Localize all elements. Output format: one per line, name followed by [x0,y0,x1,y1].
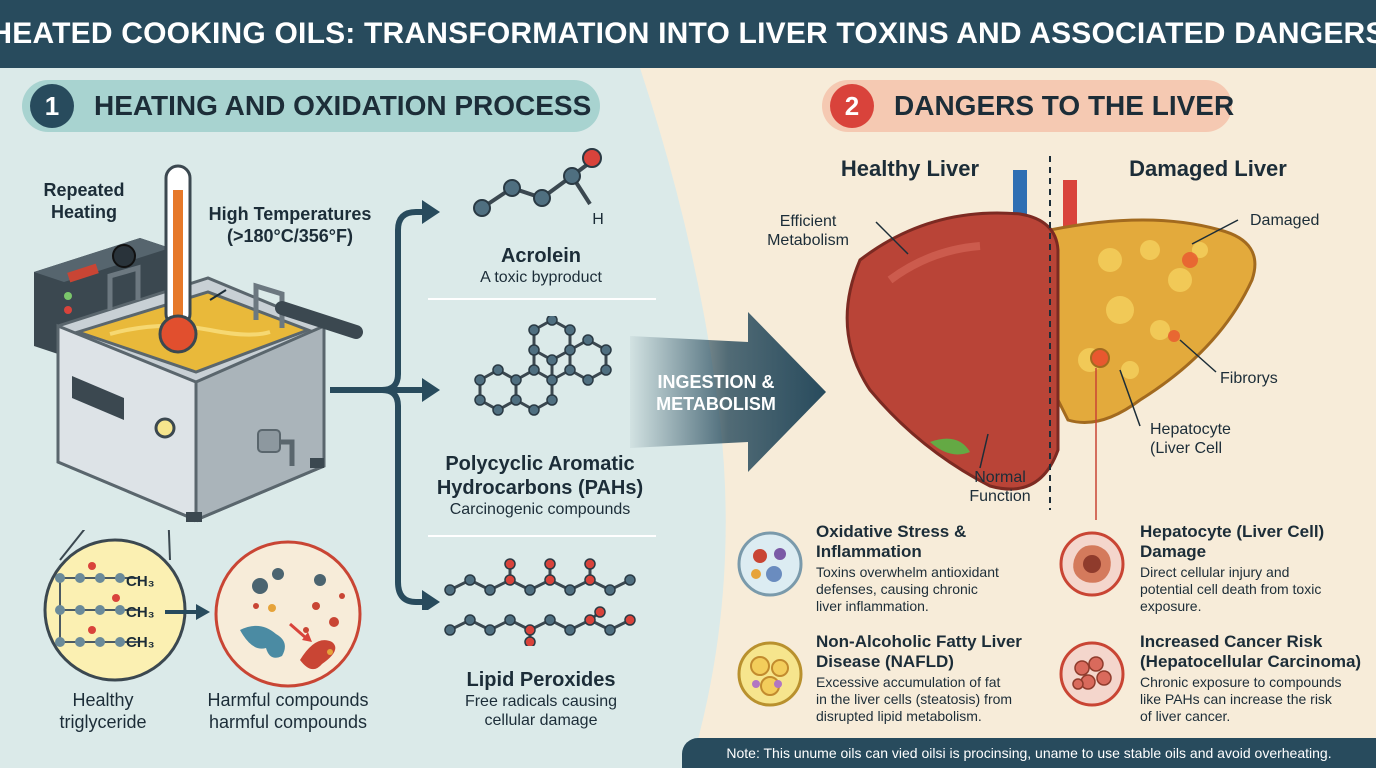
high-temperatures-label: High Temperatures (>180°C/356°F) [202,204,378,247]
triglyceride-label-line-2: triglyceride [59,711,147,732]
hepatocyte-damage-icon [1059,531,1125,597]
effect-3-text-line-3: disrupted lipid metabolism. [816,707,982,724]
repeated-heating-line-2: Heating [50,201,117,222]
ingestion-label-line-2: METABOLISM [656,393,776,414]
pah-name-line-1: Polycyclic Aromatic [445,453,635,475]
cancer-risk-icon [1059,641,1125,707]
efficient-line-2: Metabolism [767,232,849,250]
effect-4-title-line-1: Increased Cancer Risk [1140,632,1323,651]
ingestion-label-line-1: INGESTION & [657,372,775,392]
section-2-header: 2 DANGERS TO THE LIVER [822,80,1235,132]
zoom-detail-graphics [43,530,362,688]
pah-description: Carcinogenic compounds [449,501,631,518]
section-1-title: HEATING AND OXIDATION PROCESS [94,90,592,121]
normal-line-1: Normal [974,469,1026,486]
lipid-peroxides-description: Free radicals causing cellular damage [436,692,646,730]
harmful-label-line-2: harmful compounds [208,711,368,732]
normal-function-callout: Normal Function [960,468,1040,506]
triglyceride-label-line-1: Healthy [72,690,134,710]
footer-note: Note: This unume oils can vied oilsi is … [682,738,1376,768]
damaged-callout: Damaged [1250,212,1320,229]
effect-2-text-line-1: Direct cellular injury and [1140,564,1290,580]
fatty-liver-icon [737,641,803,707]
acrolein-atom-label: H [592,211,604,228]
high-temp-line-1: High Temperatures [208,204,372,224]
healthy-triglyceride-label: Healthy triglyceride [40,690,166,733]
effect-4-text: Chronic exposure to compounds like PAHs … [1140,674,1342,724]
effect-4-text-line-1: Chronic exposure to compounds [1140,674,1342,690]
effect-2-title: Hepatocyte (Liver Cell) Damage [1140,522,1324,561]
harmful-compounds-label: Harmful compounds harmful compounds [196,690,380,733]
normal-line-2: Function [969,488,1031,506]
lipid-peroxides-name: Lipid Peroxides [466,669,616,691]
effect-3-title-line-2: Disease (NAFLD) [816,651,954,671]
repeated-heating-line-1: Repeated [43,180,125,200]
page-title: HEATED COOKING OILS: TRANSFORMATION INTO… [0,17,1376,50]
effect-2-title-line-2: Damage [1140,541,1207,561]
ingestion-arrow-icon [630,312,826,472]
high-temp-line-2: (>180°C/356°F) [227,225,353,246]
effect-2-text-line-2: potential cell death from toxic [1140,580,1322,597]
section-1-number: 1 [30,84,74,128]
liver-illustration [845,156,1257,520]
efficient-metabolism-callout: Efficient Metabolism [756,212,860,250]
acrolein-molecule-icon [473,148,602,217]
effect-3-text-line-2: in the liver cells (steatosis) from [816,690,1013,707]
effect-1-text-line-1: Toxins overwhelm antioxidant [816,564,999,580]
effect-4-title-line-2: (Hepatocellular Carcinoma) [1140,651,1362,671]
oxidative-stress-icon [737,531,803,597]
pah-name-line-2: Hydrocarbons (PAHs) [436,477,644,499]
fibrorys-callout: Fibrorys [1220,370,1278,387]
compound-divider-2 [428,535,656,537]
healthy-liver-title: Healthy Liver [840,156,980,181]
pah-molecule-icon [474,316,612,416]
effect-4-title: Increased Cancer Risk (Hepatocellular Ca… [1140,632,1361,671]
title-bar: HEATED COOKING OILS: TRANSFORMATION INTO… [0,0,1376,68]
knob-icon [112,244,136,268]
effect-1-title: Oxidative Stress & Inflammation [816,522,966,561]
repeated-heating-label: Repeated Heating [36,180,132,223]
ch3-label-2: CH₃ [126,604,155,621]
effect-1-text: Toxins overwhelm antioxidant defenses, c… [816,564,999,614]
ch3-label-1: CH₃ [126,573,155,590]
hepatocyte-line-1: Hepatocyte [1150,421,1231,438]
effect-3-title: Non-Alcoholic Fatty Liver Disease (NAFLD… [816,632,1022,671]
compound-divider-1 [428,298,656,300]
ch3-label-3: CH₃ [126,634,155,651]
effect-2-text-line-3: exposure. [1140,597,1202,614]
efficient-line-1: Efficient [779,213,837,230]
section-2-number: 2 [830,84,874,128]
acrolein-description: A toxic byproduct [480,269,602,286]
effect-1-text-line-3: liver inflammation. [816,597,929,614]
effect-3-title-line-1: Non-Alcoholic Fatty Liver [816,632,1022,651]
pah-name: Polycyclic Aromatic Hydrocarbons (PAHs) [424,452,656,500]
lipid-peroxide-molecule-icon [444,558,636,646]
effect-3-text-line-1: Excessive accumulation of fat [816,674,1001,690]
branch-arrows [330,200,440,610]
deep-fryer-illustration [34,164,363,523]
ingestion-label: INGESTION & METABOLISM [646,372,786,415]
harmful-label-line-1: Harmful compounds [207,690,369,710]
effect-4-text-line-2: like PAHs can increase the risk [1140,690,1332,707]
effect-2-title-line-1: Hepatocyte (Liver Cell) [1140,522,1325,541]
effect-1-title-line-2: Inflammation [816,541,922,561]
damaged-liver-title: Damaged Liver [1129,156,1287,181]
lipid-desc-line-2: cellular damage [484,712,598,730]
lipid-desc-line-1: Free radicals causing [464,693,618,710]
effect-1-title-line-1: Oxidative Stress & [816,522,967,541]
acrolein-name: Acrolein [500,245,582,267]
hepatocyte-callout: Hepatocyte (Liver Cell [1150,420,1250,458]
effect-2-text: Direct cellular injury and potential cel… [1140,564,1321,614]
effect-3-text: Excessive accumulation of fat in the liv… [816,674,1012,724]
hepatocyte-line-2: (Liver Cell [1150,440,1223,458]
effect-1-text-line-2: defenses, causing chronic [816,580,978,597]
effect-4-text-line-3: of liver cancer. [1140,707,1231,724]
section-1-header: 1 HEATING AND OXIDATION PROCESS [22,80,600,132]
section-2-title: DANGERS TO THE LIVER [894,90,1235,121]
